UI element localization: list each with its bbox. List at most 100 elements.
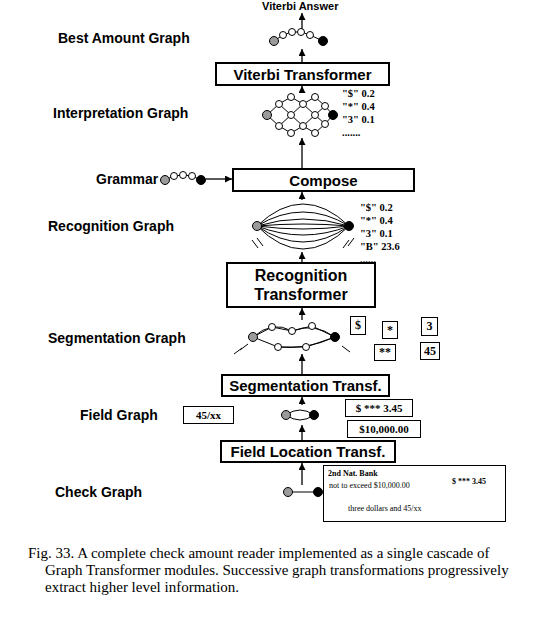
graph-arc-stub [252, 240, 258, 248]
graph-state [253, 222, 262, 231]
graph-drawing [281, 405, 319, 425]
graph-state [331, 333, 340, 342]
segment-box: $ [350, 316, 366, 335]
graph-state [269, 324, 276, 331]
graph-state [312, 112, 319, 119]
graph-icon: Recognition Graph [250, 200, 356, 252]
score-label: "3" 0.1 [360, 228, 393, 240]
transformer-box: Field Location Transf. [220, 440, 396, 463]
check-text: 2nd Nat. Bank [328, 469, 378, 478]
segment-box: $10,000.00 [347, 420, 421, 438]
graph-state [284, 488, 293, 497]
graph-arc [257, 219, 349, 226]
graph-drawing [250, 200, 356, 252]
box-label: Segmentation Transf. [229, 377, 382, 394]
graph-state [263, 111, 272, 120]
graph-name: Check Graph [55, 484, 142, 500]
graph-state [300, 101, 307, 108]
graph-arc-stub [348, 238, 354, 246]
score-label: ....... [342, 127, 360, 139]
graph-state [280, 32, 287, 39]
graph-icon: Field Graph [281, 405, 319, 425]
graph-state [161, 176, 170, 185]
graph-state [197, 176, 206, 185]
score-label: ...... [360, 254, 376, 266]
segment-box: 3 [421, 317, 438, 336]
graph-state [189, 173, 196, 180]
flow-arrow [301, 425, 302, 440]
flow-arrow [206, 178, 232, 179]
graph-arc-stub [343, 240, 349, 248]
graph-state [275, 344, 282, 351]
graph-drawing [262, 92, 338, 138]
box-label: Field Location Transf. [230, 443, 385, 460]
segment-box: 45/xx [183, 406, 234, 424]
graph-drawing [248, 320, 340, 354]
segment-box: $ *** 3.45 [345, 399, 413, 417]
graph-icon: Check Graph [283, 485, 323, 499]
transformer-box: Compose [232, 168, 415, 192]
segment-label: 45 [424, 345, 436, 358]
check-text: three dollars and 45/xx [348, 504, 422, 513]
graph-name: Field Graph [80, 407, 158, 423]
graph-state [314, 488, 323, 497]
segment-label: $ [355, 319, 361, 332]
graph-arc [257, 224, 349, 226]
score-label: "$" 0.2 [342, 88, 375, 100]
transformer-box: Viterbi Transformer [215, 62, 390, 86]
flow-arrow [301, 252, 302, 262]
graph-arc-stub [342, 346, 350, 352]
graph-state [329, 111, 338, 120]
graph-state [303, 344, 310, 351]
graph-arc [257, 226, 349, 229]
graph-state [180, 172, 187, 179]
graph-state [307, 32, 314, 39]
graph-state [276, 123, 283, 130]
graph-icon: Best Amount Graph [268, 27, 330, 49]
segment-label: ** [379, 346, 391, 359]
graph-state [345, 222, 354, 231]
box-label: Viterbi Transformer [233, 66, 371, 83]
graph-state [322, 103, 329, 110]
graph-arc [257, 212, 349, 226]
check-text: not to exceed $10,000.00 [329, 481, 410, 490]
graph-arc [257, 204, 349, 226]
box-label: Compose [289, 172, 357, 189]
graph-arc [257, 226, 349, 242]
graph-drawing [268, 27, 330, 49]
graph-arc [257, 226, 349, 249]
graph-state [289, 328, 296, 335]
graph-state [288, 94, 295, 101]
flow-arrow [301, 86, 302, 92]
segment-label: 45/xx [196, 409, 221, 422]
graph-name: Segmentation Graph [48, 330, 186, 346]
flow-arrow [301, 308, 302, 320]
score-label: Viterbi Answer [262, 0, 338, 12]
score-label: "*" 0.4 [342, 101, 375, 113]
graph-state [270, 37, 279, 46]
segment-label: $ *** 3.45 [356, 402, 403, 415]
flow-arrow [301, 463, 302, 485]
segment-label: * [387, 324, 393, 337]
graph-state [288, 112, 295, 119]
graph-name: Interpretation Graph [53, 105, 188, 121]
graph-state [309, 323, 316, 330]
graph-state [282, 411, 291, 420]
box-label: Recognition Transformer [231, 266, 371, 304]
graph-name: Grammar [96, 171, 158, 187]
graph-icon: Grammar [160, 171, 206, 187]
graph-state [289, 29, 296, 36]
segment-box: ** [374, 344, 396, 361]
graph-state [300, 123, 307, 130]
flow-arrow [301, 354, 302, 374]
graph-icon: Segmentation Graph [248, 320, 340, 354]
figure-caption: Fig. 33. A complete check amount reader … [28, 545, 515, 596]
segment-label: $10,000.00 [359, 423, 409, 436]
graph-name: Recognition Graph [48, 218, 174, 234]
flow-arrow [301, 138, 302, 168]
graph-state [310, 411, 319, 420]
output-arrow [301, 13, 302, 30]
